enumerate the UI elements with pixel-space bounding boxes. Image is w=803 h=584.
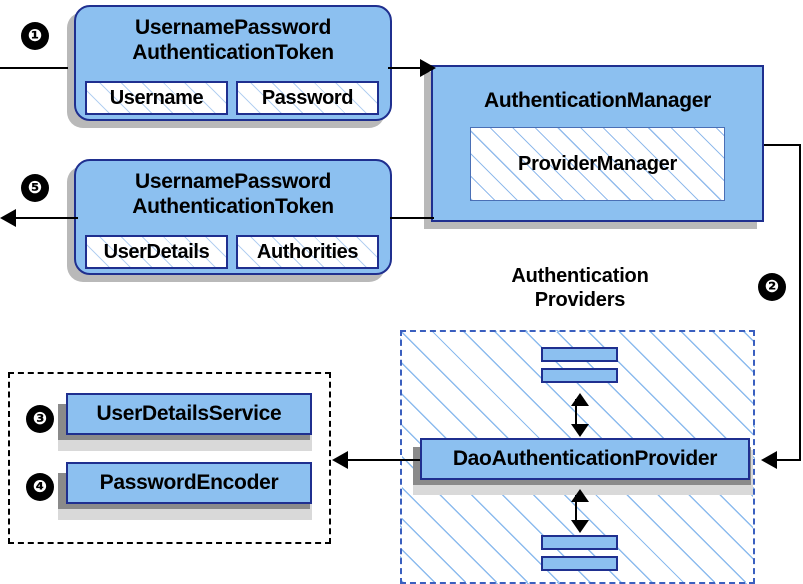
request-to-manager-arrowhead: [420, 59, 436, 77]
authentication-manager-title: AuthenticationManager: [483, 89, 712, 112]
dao-authentication-provider-node: DaoAuthenticationProvider: [420, 438, 750, 480]
badge-step-4: ❹: [27, 474, 53, 500]
badge-step-1: ❶: [22, 23, 48, 49]
authentication-providers-label-line1: Authentication: [511, 265, 649, 287]
authentication-manager-card: AuthenticationManager ProviderManager: [431, 65, 764, 222]
password-encoder-node: PasswordEncoder: [66, 462, 312, 504]
badge-step-2: ❷: [759, 274, 785, 300]
manager-exit-line: [764, 144, 801, 146]
provider-placeholder-bar-top-1: [541, 347, 618, 362]
request-token-username-slot: Username: [85, 81, 228, 115]
request-token-password-slot: Password: [236, 81, 379, 115]
provider-entry-arrowhead: [761, 451, 777, 469]
badge-step-3: ❸: [27, 406, 53, 432]
response-out-line: [16, 217, 78, 219]
provider-link-top-line: [575, 399, 577, 429]
provider-placeholder-bar-bottom-1: [541, 535, 618, 550]
provider-link-bottom-arrow-up: [571, 489, 589, 502]
user-details-service-node: UserDetailsService: [66, 393, 312, 435]
provider-link-top-arrow-down: [571, 424, 589, 437]
authentication-providers-label: Authentication Providers: [469, 264, 691, 312]
request-to-manager-line: [388, 67, 426, 69]
request-token-title-line1: UsernamePassword: [135, 16, 331, 39]
provider-to-services-arrowhead: [332, 451, 348, 469]
provider-placeholder-bar-top-2: [541, 368, 618, 383]
response-token-card: UsernamePassword AuthenticationToken Use…: [74, 159, 392, 275]
response-token-authorities-slot: Authorities: [236, 235, 379, 269]
response-token-title-line2: AuthenticationToken: [132, 195, 334, 218]
response-token-title: UsernamePassword AuthenticationToken: [76, 169, 390, 219]
request-token-title: UsernamePassword AuthenticationToken: [76, 15, 390, 65]
manager-to-response-line: [390, 217, 434, 219]
provider-link-bottom-arrow-down: [571, 520, 589, 533]
response-out-arrowhead: [0, 209, 16, 227]
response-token-userdetails-slot: UserDetails: [85, 235, 228, 269]
incoming-request-line: [0, 67, 68, 69]
provider-entry-line: [777, 459, 801, 461]
authentication-providers-label-line2: Providers: [534, 289, 626, 311]
provider-link-bottom-line: [575, 495, 577, 525]
provider-to-services-line: [348, 459, 420, 461]
provider-link-top-arrow-up: [571, 393, 589, 406]
request-token-card: UsernamePassword AuthenticationToken Use…: [74, 5, 392, 121]
response-token-title-line1: UsernamePassword: [135, 170, 331, 193]
request-token-title-line2: AuthenticationToken: [132, 41, 334, 64]
badge-step-5: ❺: [22, 175, 48, 201]
manager-to-provider-vertical-line: [799, 144, 801, 461]
provider-placeholder-bar-bottom-2: [541, 556, 618, 571]
provider-manager-box: ProviderManager: [470, 127, 725, 201]
